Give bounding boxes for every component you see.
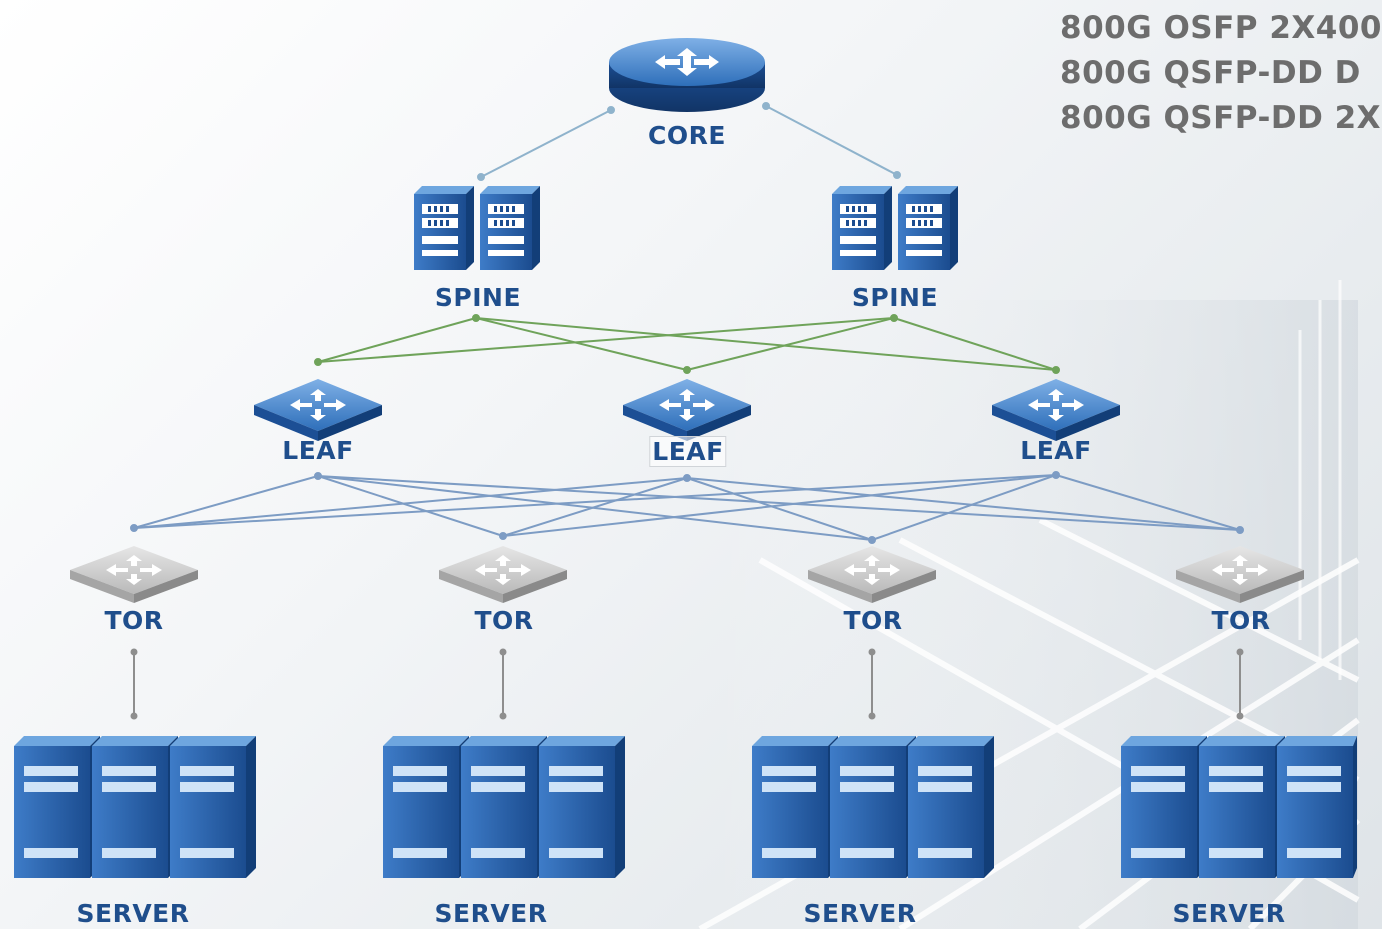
spine-leaf-links bbox=[314, 314, 1060, 374]
server-label: SERVER bbox=[434, 899, 548, 928]
core-label: CORE bbox=[648, 121, 726, 150]
server-label: SERVER bbox=[803, 899, 917, 928]
server-rack-icon bbox=[14, 736, 1357, 878]
leaf-tor-links bbox=[130, 471, 1244, 544]
spine-label: SPINE bbox=[851, 283, 939, 312]
core-spine-links bbox=[477, 102, 901, 181]
leaf-label: LEAF bbox=[649, 436, 727, 467]
switch-icon bbox=[254, 379, 1120, 441]
tor-server-links bbox=[130, 648, 1244, 720]
tor-switch-icon bbox=[70, 546, 1304, 603]
legend-item: 800G QSFP-DD D bbox=[1060, 55, 1361, 91]
tor-label: TOR bbox=[1211, 606, 1271, 635]
legend-item: 800G OSFP 2X400 bbox=[1060, 10, 1382, 46]
module-legend: 800G OSFP 2X400 800G QSFP-DD D 800G QSFP… bbox=[1060, 6, 1382, 141]
spine-label: SPINE bbox=[434, 283, 522, 312]
server-label: SERVER bbox=[1172, 899, 1286, 928]
rack-switch-icon bbox=[414, 186, 958, 270]
legend-item: 800G QSFP-DD 2X bbox=[1060, 100, 1382, 136]
tor-label: TOR bbox=[104, 606, 164, 635]
leaf-label: LEAF bbox=[1020, 436, 1092, 465]
leaf-label: LEAF bbox=[282, 436, 354, 465]
tor-label: TOR bbox=[474, 606, 534, 635]
router-icon bbox=[609, 38, 765, 112]
server-label: SERVER bbox=[76, 899, 190, 928]
tor-label: TOR bbox=[843, 606, 903, 635]
